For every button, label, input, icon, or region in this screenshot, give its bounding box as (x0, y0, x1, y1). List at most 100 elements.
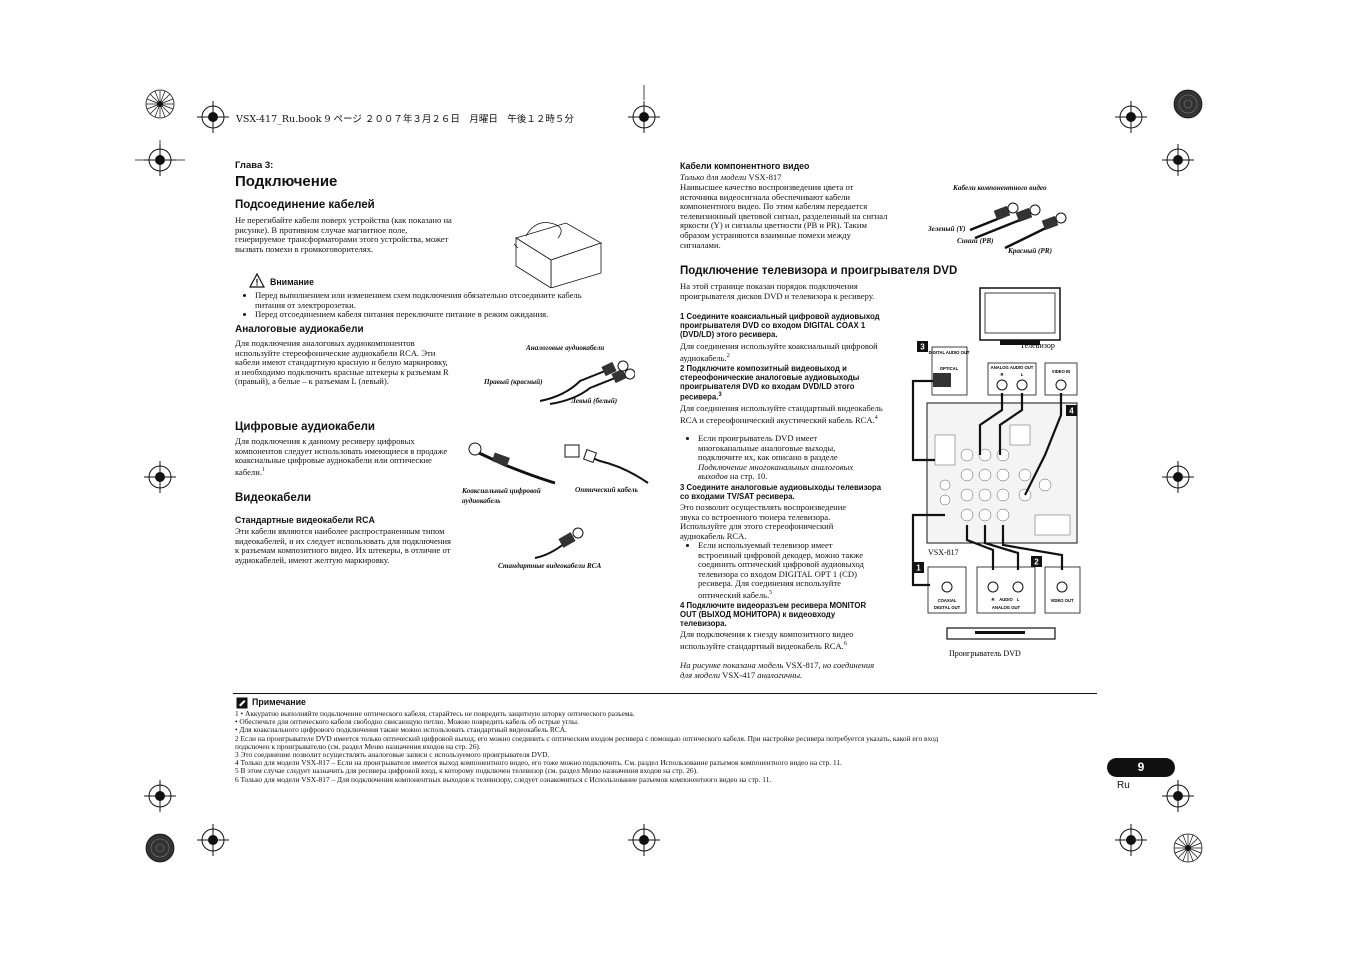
note-line: 1 • Аккуратно выполняйте подключение опт… (235, 709, 635, 718)
section-analog-audio-title: Аналоговые аудиокабели (235, 324, 364, 335)
fig-optical-label: Оптический кабель (575, 486, 638, 494)
fig-red-label: Красный (PR) (1008, 247, 1052, 255)
note-line: подключен к проигрывателю (см. раздел Ме… (235, 741, 481, 751)
device-cable-illustration (513, 222, 602, 288)
fig-coax-label: Коаксиальный цифровой аудиокабель (462, 487, 541, 505)
component-only-label: Только для модели (680, 172, 747, 182)
model-note-e: аналогичны. (757, 669, 803, 680)
note-line: 4 Только для модели VSX-817 – Если на пр… (235, 758, 842, 768)
caution-item: Перед выполнением или изменением схем по… (255, 290, 597, 310)
footnote-ref: 5 (769, 589, 773, 596)
fig-video-label: Стандартные видеокабели RCA (498, 562, 602, 570)
model-note-a: На рисунке показана модель (680, 660, 784, 670)
diag-badge-1: 1 (916, 564, 921, 573)
footnote-ref: 1 (261, 466, 265, 473)
step-2-bullet-link: Подключение многоканальных аналоговых вы… (698, 461, 854, 482)
section-component-video-body: Наивысшее качество воспроизведения цвета… (680, 182, 888, 250)
fig-analog-title: Аналоговые аудиокабели (526, 344, 605, 352)
notes-divider (233, 693, 1097, 694)
step-2-bullet: Если проигрыватель DVD имеет многоканаль… (686, 433, 866, 482)
fig-green-label: Зеленый (Y) (928, 225, 966, 233)
section-component-video-title: Кабели компонентного видео (680, 161, 810, 171)
diag-dvd-label: Проигрыватель DVD (949, 649, 1021, 658)
caution-title: Внимание (270, 277, 314, 287)
diag-badge-4: 4 (1069, 407, 1074, 416)
video-cable-illustration (534, 527, 584, 559)
component-cable-illustration (969, 202, 1067, 250)
diag-tv-r-label: R (1000, 372, 1003, 377)
fig-blue-label: Синий (PB) (957, 237, 994, 245)
note-line: 6 Только для модели VSX-817 – Для подклю… (235, 774, 772, 784)
step-1-text: Для соединения используйте коаксиальный … (680, 341, 878, 363)
step-1-body: Для соединения используйте коаксиальный … (680, 341, 885, 363)
step-2-bullet-text: Если проигрыватель DVD имеет многоканаль… (698, 433, 838, 463)
note-icon (236, 697, 248, 709)
step-3-heading: 3 Соедините аналоговые аудиовыходы телев… (680, 483, 882, 501)
note-line: 3 Это соединение позволит осуществлять а… (235, 750, 550, 760)
footnote-ref: 3 (718, 392, 722, 398)
step-3-bullet-text: Если используемый телевизор имеет встрое… (698, 540, 864, 600)
tv-dvd-intro: На этой странице показан порядок подключ… (680, 281, 875, 301)
step-2-bullet-end: на стр. 10. (729, 471, 768, 482)
section-cable-connection-body: Не перегибайте кабели поверх устройства … (235, 215, 452, 254)
analog-cable-illustration (539, 360, 635, 405)
step-2-body-text: Для соединения используйте стандартный в… (680, 403, 883, 425)
step-2-bullet-item: Если проигрыватель DVD имеет многоканаль… (698, 433, 866, 482)
section-digital-audio-body: Для подключения к данному ресиверу цифро… (235, 436, 455, 477)
step-4-text: Для подключения к гнезду композитного ви… (680, 629, 854, 651)
warning-icon: ! (249, 273, 265, 288)
footnote-ref: 2 (726, 352, 730, 359)
step-3-bullet-item: Если используемый телевизор имеет встрое… (698, 540, 871, 600)
section-tv-dvd-title: Подключение телевизора и проигрывателя D… (680, 265, 958, 277)
diag-dvd-r-label: R (991, 597, 994, 602)
model-note-c: , но соединения для модели (680, 660, 875, 680)
diag-tv-label: Телевизор (1020, 341, 1055, 350)
diag-optical-label: OPTICAL (940, 366, 959, 371)
note-line: 2 Если на проигрывателе DVD имеется толь… (235, 733, 939, 743)
diag-coaxial-label: COAXIAL (938, 598, 957, 603)
diag-badge-3: 3 (920, 343, 925, 352)
model-note-b: VSX-817 (785, 660, 819, 670)
chapter-label: Глава 3: (235, 160, 274, 171)
diag-analog-out-label: ANALOG OUT (992, 605, 1021, 610)
caution-list: Перед выполнением или изменением схем по… (237, 290, 597, 320)
step-4-heading: 4 Подключите видеоразъем ресивера MONITO… (680, 601, 867, 628)
note-line: • Обеспечьте для оптического кабеля своб… (235, 717, 579, 727)
diag-badge-2: 2 (1034, 558, 1039, 567)
footnote-ref: 4 (874, 414, 878, 421)
diag-analog-audio-out-label: ANALOG AUDIO OUT (991, 365, 1034, 370)
digital-audio-text: Для подключения к данному ресиверу цифро… (235, 436, 448, 477)
diag-tv-l-label: L (1021, 372, 1024, 377)
digital-cable-illustration (468, 442, 649, 485)
model-illustration-note: На рисунке показана модель VSX-817, но с… (680, 660, 880, 680)
diag-receiver-label: VSX-817 (928, 548, 959, 557)
footnote-ref: 6 (843, 640, 847, 647)
model-note-d: VSX-417 (722, 669, 756, 680)
step-3-body: Это позволит осуществлять воспроизведени… (680, 502, 847, 541)
component-model-label: VSX-817 (748, 172, 782, 182)
notes-title: Примечание (252, 697, 306, 707)
language-label: Ru (1117, 780, 1130, 791)
note-line: 5 В этом случае следует назначить для ре… (235, 766, 698, 776)
note-line: • Для коаксиального цифрового подключени… (235, 725, 567, 735)
section-rca-video-body: Эти кабели являются наиболее распростран… (235, 526, 451, 565)
fig-analog-right-label: Правый (красный) (484, 378, 543, 386)
page-title: Подключение (235, 173, 338, 190)
section-digital-audio-title: Цифровые аудиокабели (235, 421, 375, 433)
step-1-heading: 1 Соедините коаксиальный цифровой аудиов… (680, 312, 880, 339)
fig-component-title: Кабели компонентного видео (953, 184, 1047, 192)
step-3-bullet: Если используемый телевизор имеет встрое… (686, 540, 871, 600)
step-2-text: 2 Подключите композитный видеовыход и ст… (680, 364, 860, 402)
diag-digital-out-label: DIGITAL OUT (934, 605, 961, 610)
diag-audio-label: AUDIO (999, 597, 1013, 602)
fig-analog-left-label: Левый (белый) (571, 397, 618, 405)
section-analog-audio-body: Для подключения аналоговых аудиокомпонен… (235, 338, 449, 387)
section-cable-connection-title: Подсоединение кабелей (235, 199, 375, 211)
step-2-body: Для соединения используйте стандартный в… (680, 403, 885, 425)
step-4-body: Для подключения к гнезду композитного ви… (680, 629, 885, 651)
diag-dvd-l-label: L (1017, 597, 1020, 602)
book-header-line: VSX-417_Ru.book 9 ページ ２００７年３月２６日 月曜日 午後１… (236, 114, 574, 125)
diag-video-in-label: VIDEO IN (1052, 369, 1070, 374)
step-2-heading: 2 Подключите композитный видеовыход и ст… (680, 364, 885, 402)
